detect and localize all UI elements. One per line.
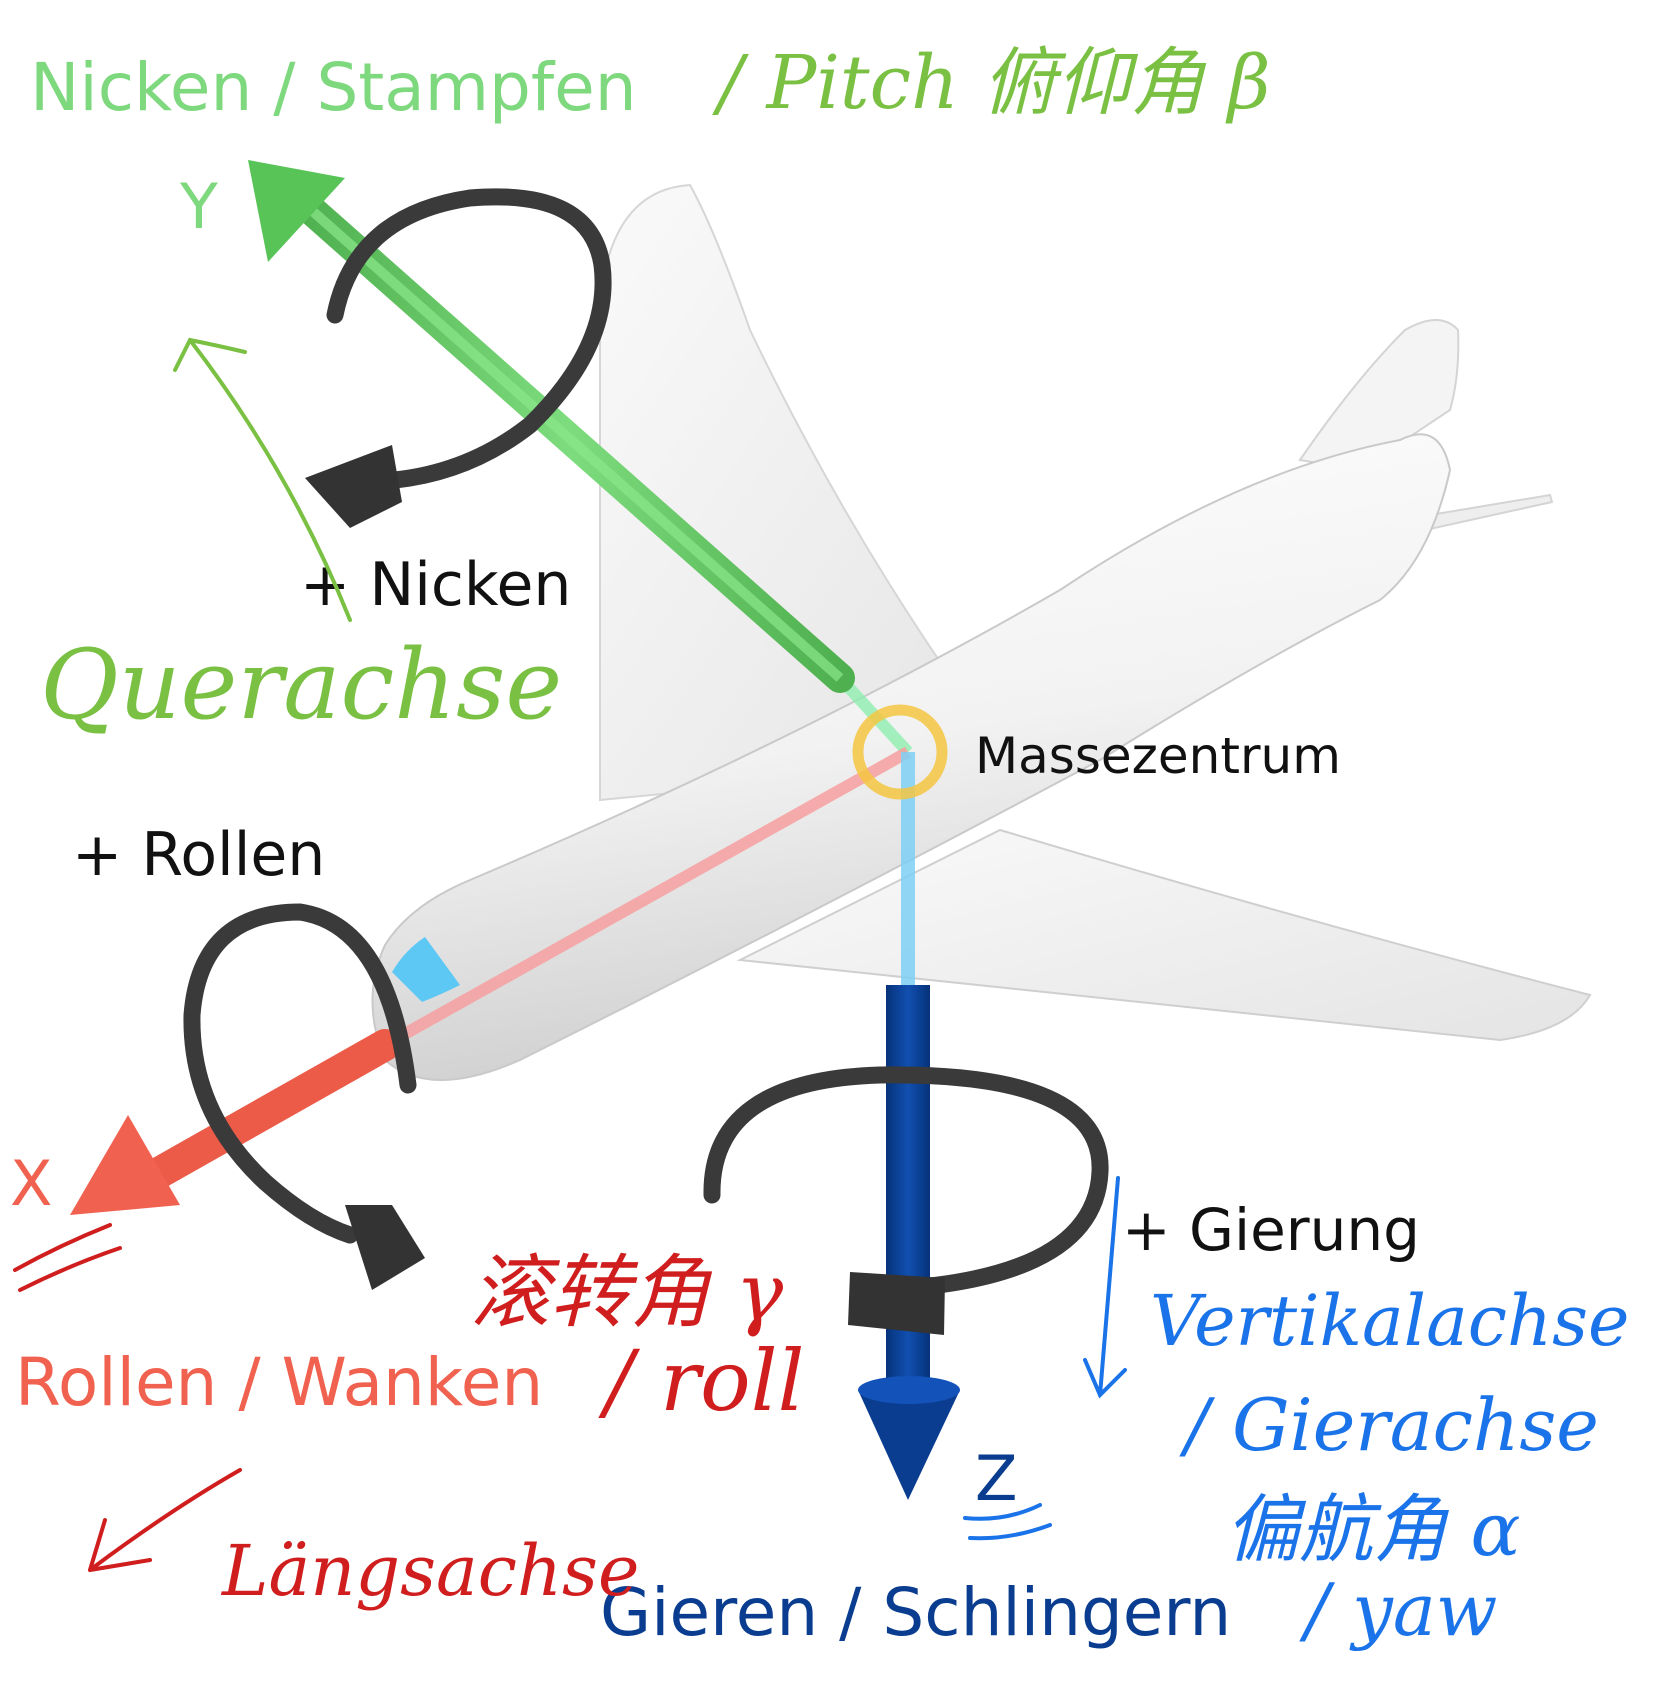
z-axis-arrowhead — [858, 1390, 960, 1500]
x-axis-scribble — [13, 1223, 122, 1292]
z-axis-arrowhead-rim — [858, 1376, 960, 1404]
y-axis — [248, 160, 855, 693]
pitch-title: Nicken / Stampfen — [30, 49, 637, 126]
x-axis-inner — [382, 746, 911, 1051]
axis-x-label: X — [10, 1147, 52, 1220]
upper-wing — [599, 183, 1012, 802]
plus-pitch-label: + Nicken — [300, 550, 571, 620]
axis-y-label: Y — [179, 170, 218, 243]
tail-fin — [1298, 319, 1460, 472]
pitch-rotation-arc — [326, 188, 612, 489]
pitch-rotation-arrow — [305, 188, 612, 528]
yaw-rotation-arrow — [703, 1066, 1109, 1335]
roll-note-handwritten: 滚转角 γ — [470, 1246, 783, 1339]
center-of-mass-label: Massezentrum — [975, 727, 1341, 785]
longitudinal-axis-arrow-handwritten — [88, 1468, 242, 1572]
x-axis-arrowhead — [70, 1115, 180, 1215]
cockpit-window — [392, 937, 460, 1002]
center-of-mass-ring — [852, 704, 948, 800]
y-axis-shaft-highlight — [296, 196, 844, 682]
x-axis-shaft — [134, 1029, 401, 1194]
roll-title: Rollen / Wanken — [15, 1344, 543, 1421]
z-axis-scribble — [963, 1503, 1052, 1541]
longitudinal-axis-handwritten: Längsachse — [220, 1530, 639, 1612]
yaw-note-handwritten: 偏航角 α — [1225, 1487, 1521, 1573]
yaw-title: Gieren / Schlingern — [600, 1574, 1231, 1651]
blue-handwriting: Vertikalachse / Gierachse 偏航角 α / yaw — [963, 1176, 1629, 1652]
lower-wing — [736, 828, 1592, 1042]
axis-z-label: Z — [975, 1442, 1017, 1515]
roll-rotation-arrow — [183, 903, 425, 1290]
vertical-axis-handwritten: Vertikalachse — [1150, 1280, 1629, 1362]
z-axis — [858, 985, 960, 1500]
roll-rotation-arc — [183, 903, 417, 1244]
lateral-axis-arrow-handwritten — [173, 337, 352, 622]
green-handwriting: / Pitch 俯仰角 β Querachse — [40, 40, 1271, 741]
yaw-rotation-arc — [703, 1066, 1109, 1299]
x-axis — [70, 1029, 401, 1215]
yaw-axis-handwritten: / Gierachse — [1179, 1383, 1599, 1467]
plus-roll-label: + Rollen — [72, 820, 325, 890]
yaw-rotation-arrowhead — [848, 1272, 945, 1335]
lateral-axis-handwritten: Querachse — [40, 629, 562, 741]
yaw-en-handwritten: / yaw — [1299, 1568, 1497, 1652]
pitch-note-handwritten: / Pitch 俯仰角 β — [712, 40, 1271, 126]
roll-en-handwritten: / roll — [598, 1332, 804, 1430]
plus-yaw-label: + Gierung — [1122, 1196, 1420, 1264]
vertical-axis-arrow-handwritten — [1083, 1176, 1127, 1399]
red-handwriting: 滚转角 γ / roll Längsachse — [13, 1223, 804, 1612]
pitch-rotation-arrowhead — [305, 445, 402, 528]
roll-rotation-arrowhead — [345, 1205, 425, 1290]
y-axis-arrowhead — [248, 160, 345, 262]
